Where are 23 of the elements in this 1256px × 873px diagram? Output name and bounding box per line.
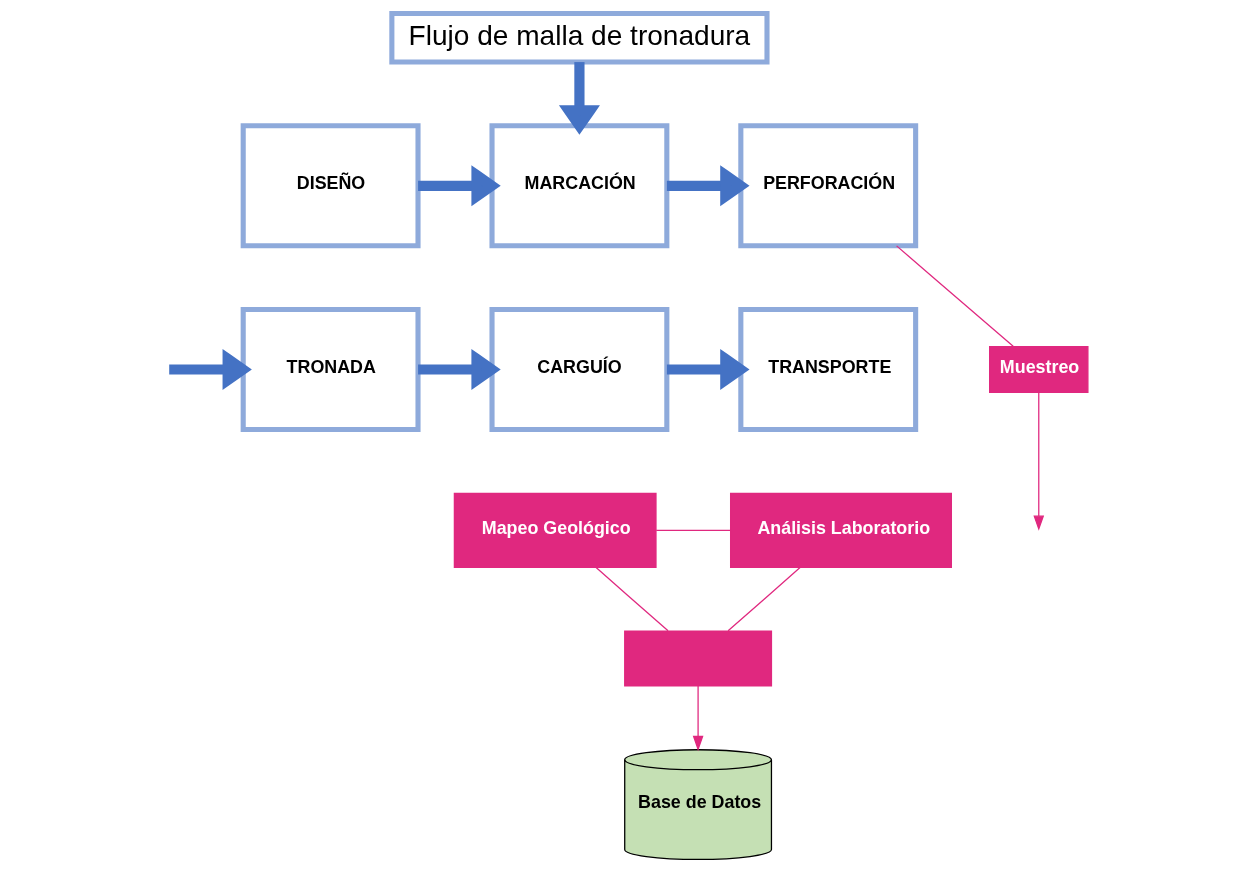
arrow	[666, 349, 750, 391]
node-box: CARGUÍO	[489, 307, 670, 433]
node-box: Análisis Laboratorio	[730, 492, 952, 568]
node-box: Muestreo	[989, 345, 1089, 394]
node-box	[624, 630, 773, 687]
node-box: Mapeo Geológico	[453, 492, 657, 568]
arrow	[169, 349, 252, 391]
node-box: TRONADA	[240, 307, 421, 433]
node-box: DISEÑO	[240, 123, 421, 249]
node-box: TRANSPORTE	[738, 307, 919, 433]
node-box: Flujo de malla de tronadura	[389, 10, 770, 65]
connector	[595, 566, 669, 632]
node-box: MARCACIÓN	[489, 123, 670, 249]
connector	[655, 529, 732, 531]
arrow	[666, 165, 750, 207]
arrow	[1033, 392, 1045, 531]
connector	[727, 566, 801, 632]
arrow	[558, 62, 600, 135]
connector	[895, 245, 1014, 347]
arrow	[418, 349, 501, 391]
arrow	[692, 685, 704, 752]
node-box: PERFORACIÓN	[738, 123, 919, 249]
arrow	[418, 165, 501, 207]
